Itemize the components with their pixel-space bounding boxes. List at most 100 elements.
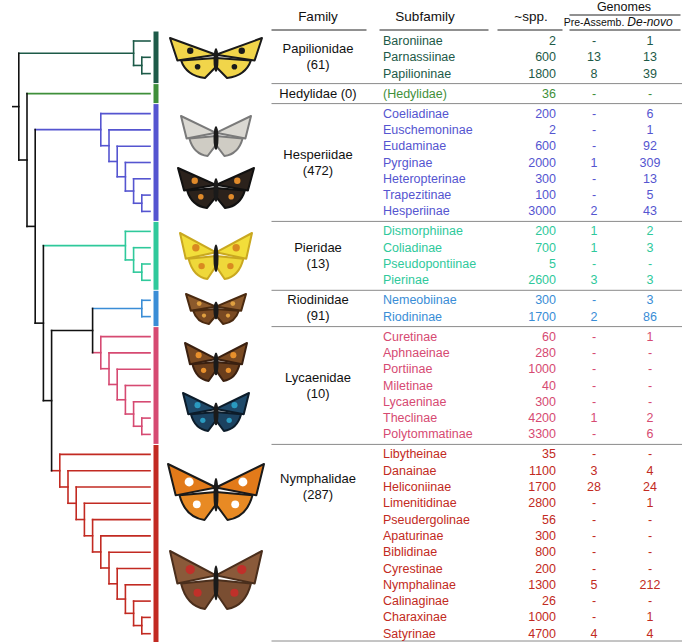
genome-count: 1 — [591, 155, 598, 171]
species-count: 4700 — [528, 626, 556, 642]
subfamily-name: Riodininae — [383, 309, 442, 325]
subfamily-name: Curetinae — [383, 329, 437, 345]
tree-branch — [142, 299, 150, 301]
tree-branch — [84, 535, 92, 537]
family-name: Lycaenidae — [285, 370, 351, 386]
genome-count: - — [648, 345, 652, 361]
genome-count: - — [592, 495, 596, 511]
column-header: Genomes — [597, 0, 651, 15]
species-count: 2800 — [528, 495, 556, 511]
subfamily-name: Danainae — [383, 463, 437, 479]
species-count: 1700 — [528, 479, 556, 495]
subfamily-name: Dismorphiinae — [383, 223, 463, 239]
tree-branch — [134, 178, 150, 180]
species-count: 300 — [535, 394, 556, 410]
species-count: 1000 — [528, 361, 556, 377]
species-count: 2000 — [528, 155, 556, 171]
subfamily-name: Libytheinae — [383, 446, 447, 462]
butterfly-picture — [185, 343, 247, 381]
tree-branch — [84, 502, 150, 504]
tree-branch — [52, 470, 60, 472]
subfamily-name: Heliconiinae — [383, 479, 451, 495]
genome-count: 13 — [643, 171, 657, 187]
species-count: 100 — [535, 187, 556, 203]
species-count: 280 — [535, 345, 556, 361]
family-separator — [272, 444, 682, 445]
tree-branch — [43, 245, 125, 247]
tree-branch — [125, 162, 150, 164]
subfamily-name: Euschemoninae — [383, 122, 473, 138]
column-header: ~spp. — [514, 9, 547, 25]
species-count: 40 — [542, 378, 556, 394]
family-name: Papilionidae — [283, 41, 354, 57]
genome-count: - — [648, 512, 652, 528]
genome-count: - — [592, 187, 596, 203]
genome-count: 43 — [643, 203, 657, 219]
tree-branch — [125, 385, 150, 387]
species-count: 1300 — [528, 577, 556, 593]
tree-branch — [93, 308, 142, 310]
subfamily-name: Portiinae — [383, 361, 432, 377]
genome-count: - — [648, 446, 652, 462]
species-count: 300 — [535, 292, 556, 308]
genome-count: - — [648, 361, 652, 377]
genome-count: 1 — [647, 329, 654, 345]
genome-count: 5 — [647, 187, 654, 203]
subfamily-name: Limenitidinae — [383, 495, 457, 511]
tree-branch — [125, 584, 150, 586]
subfamily-name: Eudaminae — [383, 138, 446, 154]
genome-count: 86 — [643, 309, 657, 325]
tree-branch — [52, 330, 93, 332]
family-bar — [154, 87, 159, 101]
family-bar — [154, 447, 159, 640]
subfamily-name: Theclinae — [383, 410, 437, 426]
header-rule — [498, 30, 562, 31]
genome-count: 1 — [591, 410, 598, 426]
subfamily-name: Pseudergolinae — [383, 512, 470, 528]
genome-count: 2 — [591, 309, 598, 325]
tree-branch — [68, 502, 76, 504]
genome-count: 3 — [591, 463, 598, 479]
tree-branch — [101, 336, 150, 338]
species-count: 36 — [542, 86, 556, 102]
header-rule — [272, 30, 366, 31]
subfamily-name: Coliadinae — [383, 240, 442, 256]
header-rule — [380, 30, 488, 31]
genome-count: 1 — [647, 122, 654, 138]
tree-branch — [134, 600, 150, 602]
tree-branch — [93, 519, 150, 521]
species-count: 56 — [542, 512, 556, 528]
genome-count: - — [648, 378, 652, 394]
subfamily-name: Nymphalinae — [383, 577, 456, 593]
species-count: 200 — [535, 223, 556, 239]
tree-branch — [125, 190, 133, 192]
genome-count: - — [592, 512, 596, 528]
tree-branch — [142, 633, 150, 635]
genome-count: - — [592, 256, 596, 272]
tree-branch — [125, 259, 133, 261]
butterfly-picture — [178, 168, 254, 208]
butterfly-picture — [186, 294, 246, 324]
family-count: (13) — [306, 256, 329, 272]
tree-branch — [134, 65, 142, 67]
subfamily-name: Coeliadinae — [383, 106, 449, 122]
genome-count: 1 — [647, 495, 654, 511]
tree-branch — [134, 271, 142, 273]
species-count: 1100 — [529, 463, 556, 479]
tree-branch — [60, 454, 150, 456]
butterfly-picture — [180, 233, 252, 279]
column-header: De-novo — [627, 14, 672, 30]
genome-count: - — [648, 528, 652, 544]
header-rule — [570, 30, 680, 31]
family-count: (472) — [303, 163, 333, 179]
genome-count: 1 — [647, 609, 654, 625]
tree-branch — [76, 519, 84, 521]
genome-count: 39 — [643, 66, 657, 82]
tree-branch — [76, 486, 150, 488]
genome-count: - — [648, 544, 652, 560]
tree-branch — [117, 145, 150, 147]
genome-count: 3 — [647, 240, 654, 256]
tree-branch — [101, 145, 109, 147]
genome-count: - — [592, 378, 596, 394]
butterfly-picture — [170, 551, 262, 609]
